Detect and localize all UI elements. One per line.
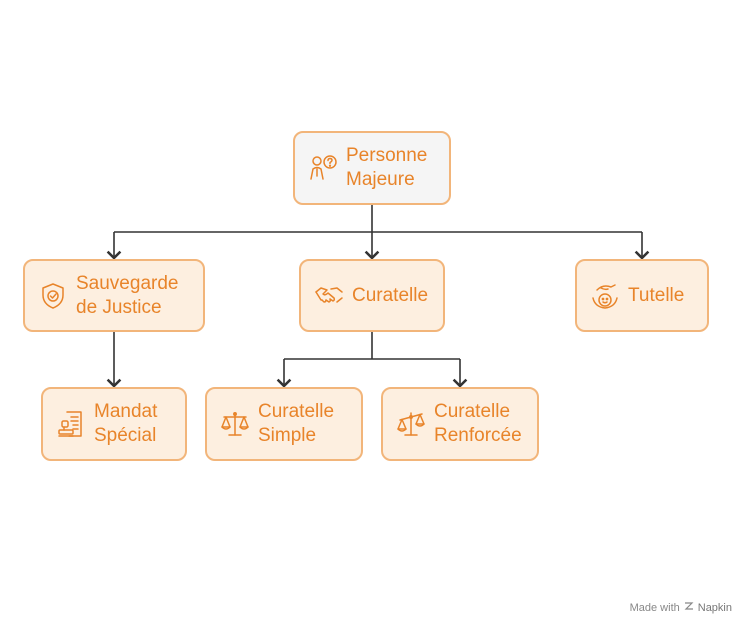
node-curatelle-simple: Curatelle Simple [205,387,363,461]
document-stamp-icon [54,407,88,441]
node-mandat-special: Mandat Spécial [41,387,187,461]
person-question-icon [306,151,340,185]
node-label: Curatelle [352,284,429,306]
node-label: Sauvegarde de Justice [76,272,179,318]
node-personne-majeure: Personne Majeure [293,131,451,205]
caring-hand-icon [588,279,622,313]
node-label: Curatelle Renforcée [434,401,522,446]
node-tutelle: Tutelle [575,259,709,332]
node-curatelle-renforcee: Curatelle Renforcée [381,387,539,461]
node-label: Tutelle [628,284,685,306]
footer-attribution: Made with Napkin [630,601,732,614]
node-label: Mandat Spécial [94,401,158,446]
napkin-logo-icon [684,601,694,614]
node-label: Curatelle Simple [258,401,335,446]
scales-tilted-icon [394,407,428,441]
footer-made-with: Made with [629,601,680,614]
footer-brand: Napkin [697,601,732,614]
node-label: Personne Majeure [346,145,428,190]
node-sauvegarde-de-justice: Sauvegarde de Justice [23,259,205,332]
scales-icon [218,407,252,441]
shield-check-icon [36,279,70,313]
handshake-icon [312,279,346,313]
node-curatelle: Curatelle [299,259,445,332]
